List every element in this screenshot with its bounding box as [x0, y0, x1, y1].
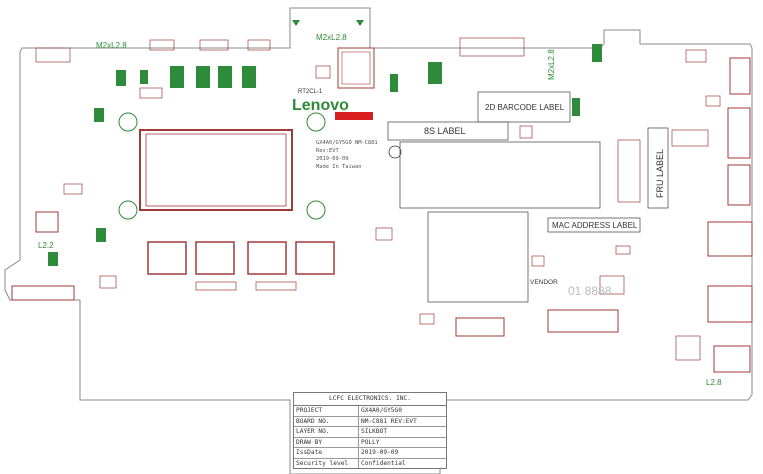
- screw-label-right: M2xL2.8: [547, 49, 556, 80]
- mount-hole: [306, 200, 326, 220]
- port: [727, 107, 751, 159]
- memory-chip: [295, 241, 335, 275]
- memory-chip: [147, 241, 187, 275]
- area-fru: [647, 127, 669, 209]
- red-block: [335, 112, 373, 120]
- screw-label-topleft: M2xL2.8: [96, 41, 127, 50]
- model-line: GX4A0/GY5G0 NM-C881: [316, 140, 378, 146]
- screw-label-left: L2.2: [38, 241, 54, 250]
- title-row: BOARD NO.NM-C881 REV:EVT: [294, 416, 446, 427]
- screw-label-bottomright: L2.8: [706, 378, 722, 387]
- port: [707, 221, 753, 257]
- bottom-connector: [455, 317, 505, 337]
- port: [727, 164, 751, 206]
- title-company: LCFC ELECTRONICS. INC.: [294, 393, 446, 406]
- area-module: [399, 141, 601, 209]
- title-row: LAYER NO.SILKBOT: [294, 427, 446, 438]
- green-pads: [48, 44, 602, 266]
- label-fru: FRU LABEL: [655, 149, 665, 198]
- top-connector-inner: [341, 51, 371, 85]
- mount-hole: [118, 112, 138, 132]
- left-component: [35, 211, 59, 233]
- cpu-inner: [145, 133, 287, 207]
- digits-label: 01 8888: [568, 284, 612, 298]
- label-2d-barcode: 2D BARCODE LABEL: [485, 103, 565, 112]
- memory-chip: [247, 241, 287, 275]
- marker-arrow: [356, 20, 364, 26]
- area-2d-barcode: [477, 91, 571, 123]
- port: [713, 345, 751, 373]
- area-8s: [387, 121, 509, 141]
- mount-hole: [118, 200, 138, 220]
- mount-hole: [306, 112, 326, 132]
- port: [707, 285, 753, 323]
- area-mac: [547, 217, 641, 233]
- area-ssd: [427, 211, 529, 303]
- rt-label: RT2CL-1: [298, 89, 323, 95]
- memory-chip: [195, 241, 235, 275]
- small-components: [35, 37, 721, 361]
- top-connector: [337, 47, 375, 89]
- port: [729, 57, 751, 95]
- left-connector: [11, 285, 75, 301]
- marker-arrow: [292, 20, 300, 26]
- lenovo-logo: Lenovo: [292, 97, 349, 114]
- label-mac: MAC ADDRESS LABEL: [552, 221, 638, 230]
- model-line: Made In Taiwan: [316, 164, 361, 170]
- bottom-connector: [547, 309, 619, 333]
- model-line: Rev:EVT: [316, 148, 339, 154]
- vendor-label: VENDOR: [530, 279, 558, 286]
- mount-hole: [388, 145, 402, 159]
- cpu-outline: [139, 129, 293, 211]
- screw-label-top: M2xL2.8: [316, 33, 347, 42]
- label-8s: 8S LABEL: [424, 126, 466, 136]
- model-line: 2019-09-09: [316, 156, 348, 162]
